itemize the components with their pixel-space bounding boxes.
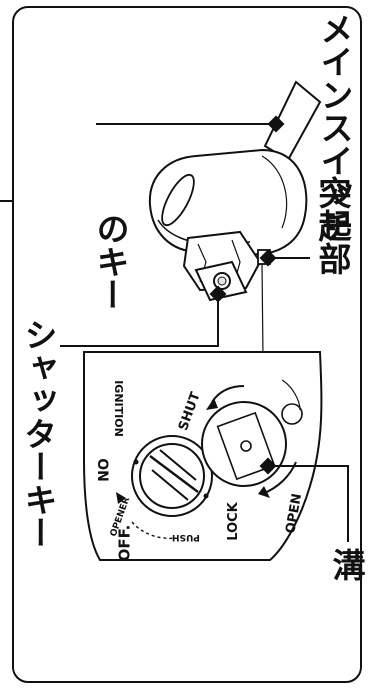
label-main-switch-key-line1: メインスイッチ [315, 12, 354, 243]
control-panel [83, 351, 323, 561]
leader-lines [60, 115, 349, 542]
marking-off: OFF. [115, 524, 134, 562]
figure-frame [12, 6, 362, 683]
label-shutter-key: シャッターキー [19, 318, 58, 549]
main-switch-key [148, 80, 322, 466]
label-main-switch-key-line2: のキー [91, 212, 130, 311]
label-groove: 溝 [327, 548, 366, 581]
marking-push: PUSH [172, 532, 200, 542]
label-protrusion: 突起部 [313, 176, 352, 275]
marking-on: ON [93, 458, 110, 482]
marking-ignition: IGNITION [111, 380, 125, 437]
marking-lock: LOCK [225, 502, 241, 541]
frame-notch [0, 200, 12, 202]
